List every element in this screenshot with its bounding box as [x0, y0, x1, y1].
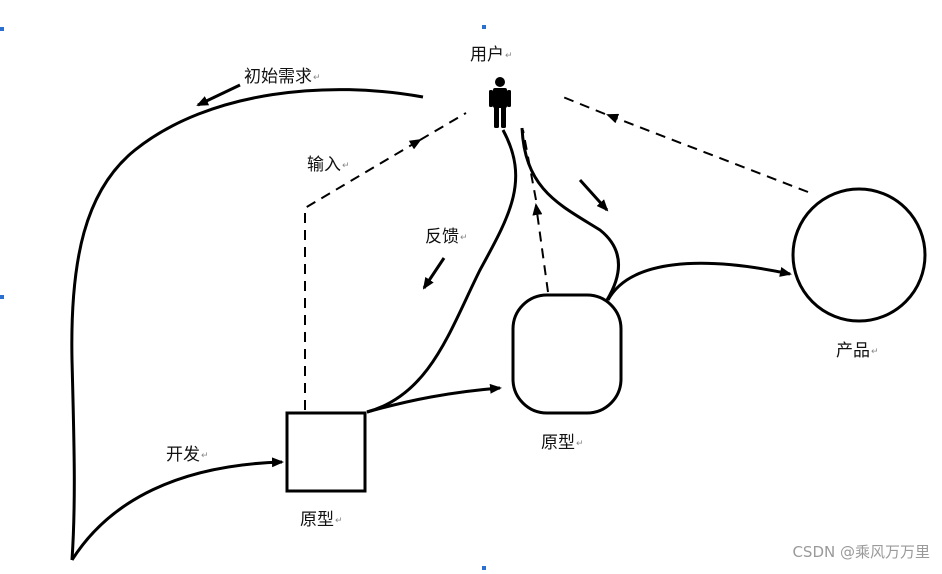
watermark: CSDN @乘风万万里: [792, 543, 930, 561]
user-to-rounded-curve: [520, 127, 620, 301]
rounded-to-user-dashed: [532, 203, 549, 293]
develop-curve: [70, 457, 284, 561]
edge-tick: [482, 25, 486, 29]
prototype-square-label: 原型↵: [300, 510, 343, 530]
input-label: 输入↵: [307, 155, 350, 175]
square-to-rounded-arrow: [366, 383, 502, 414]
user-label: 用户↵: [470, 45, 513, 65]
initial-requirements-curve: [70, 88, 424, 561]
prototype-rounded: [511, 293, 623, 415]
feedback-arrow: [422, 257, 446, 290]
initial-requirements-label: 初始需求↵: [244, 67, 321, 87]
input-dashed-line: [304, 138, 422, 410]
prototype-square: [285, 411, 367, 493]
input-dashed-tail: [419, 112, 467, 141]
product-to-user-dashed-tail: [562, 96, 606, 115]
user-to-rounded-arrow: [578, 178, 609, 212]
prototype-rounded-label: 原型↵: [541, 433, 584, 453]
rounded-to-product-curve: [606, 261, 792, 301]
product-label: 产品↵: [836, 341, 879, 361]
initial-requirements-arrow: [196, 83, 241, 107]
edge-tick: [0, 27, 4, 31]
product-to-user-dashed: [606, 113, 809, 193]
feedback-label: 反馈↵: [425, 227, 468, 247]
develop-label: 开发↵: [166, 445, 209, 465]
person-icon: [489, 77, 511, 128]
edge-tick: [0, 295, 4, 299]
feedback-curve: [366, 129, 518, 414]
product-circle: [791, 187, 927, 323]
edge-tick: [482, 566, 486, 570]
